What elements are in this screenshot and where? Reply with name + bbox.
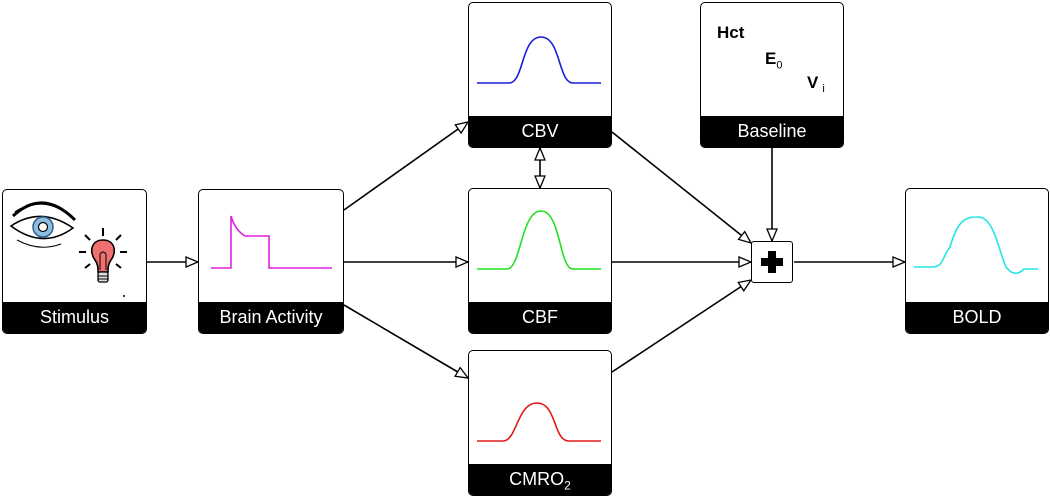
cmro2-label: CMRO2 — [469, 464, 611, 495]
brain-activity-label: Brain Activity — [199, 302, 343, 333]
param-e0: E0 — [765, 49, 782, 71]
stimulus-box: Stimulus — [2, 189, 147, 334]
param-vi-sub: i — [822, 83, 825, 96]
cbf-label: CBF — [469, 302, 611, 333]
bold-label: BOLD — [906, 302, 1048, 333]
cbv-curve — [477, 36, 601, 84]
bold-curve — [914, 216, 1038, 275]
arrow-cmro2-to-sum — [611, 280, 751, 373]
sum-node — [751, 241, 793, 283]
param-e0-main: E — [765, 49, 777, 68]
baseline-label: Baseline — [701, 116, 843, 147]
bold-box: BOLD — [905, 188, 1049, 334]
eye-icon — [9, 201, 77, 248]
arrow-brain-to-cmro2 — [343, 304, 468, 378]
param-hct: Hct — [717, 23, 745, 42]
cbv-label: CBV — [469, 116, 611, 147]
cmro2-label-sub: 2 — [564, 478, 571, 493]
param-vi-main: V — [807, 73, 819, 92]
cbf-curve — [477, 210, 601, 270]
lightbulb-icon — [79, 228, 127, 297]
plus-icon — [761, 251, 783, 273]
arrow-cbv-to-sum — [611, 131, 751, 243]
brain-activity-waveform — [211, 215, 332, 269]
cmro2-curve — [477, 402, 601, 442]
brain-activity-box: Brain Activity — [198, 189, 344, 334]
cbf-box: CBF — [468, 188, 612, 334]
cmro2-label-main: CMRO — [509, 469, 565, 489]
arrow-brain-to-cbv — [343, 122, 468, 211]
param-e0-sub: 0 — [776, 59, 783, 72]
cbv-box: CBV — [468, 2, 612, 148]
cmro2-box: CMRO2 — [468, 350, 612, 496]
stimulus-label: Stimulus — [3, 302, 146, 333]
